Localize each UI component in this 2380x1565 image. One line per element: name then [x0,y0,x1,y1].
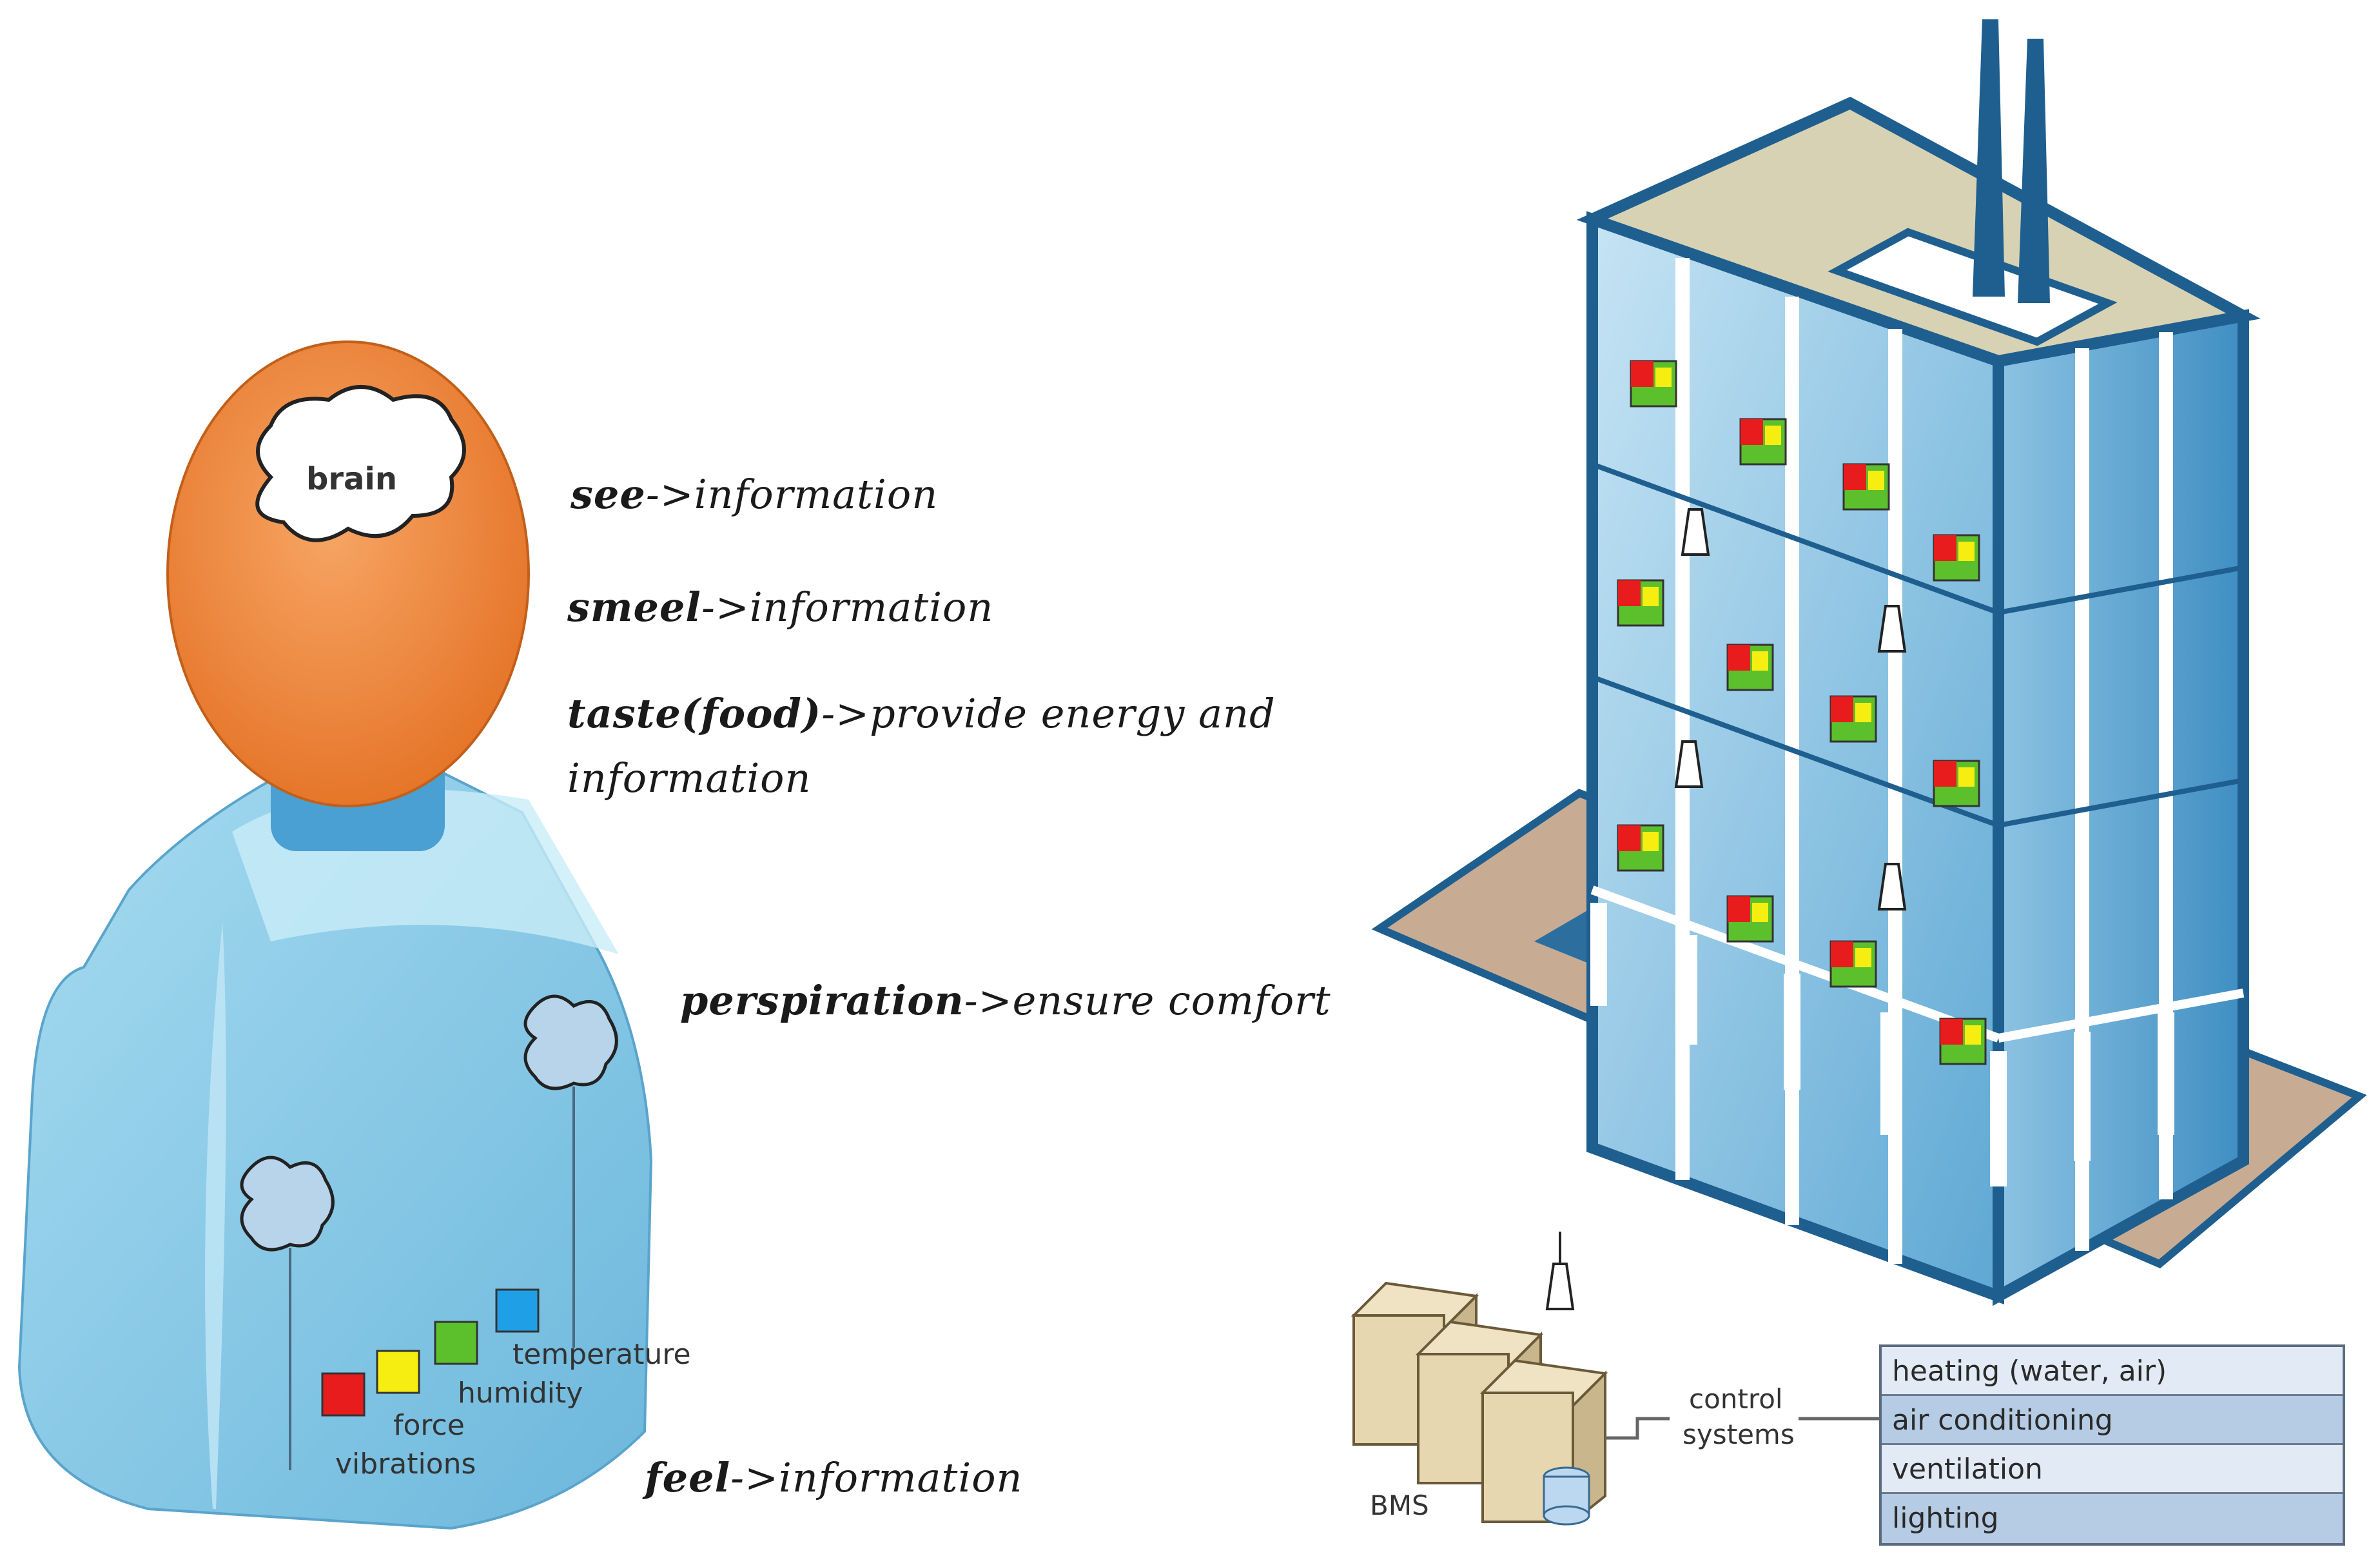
sense-taste-line2: information [567,754,812,802]
control-systems-list: heating (water, air) air conditioning ve… [1879,1344,2345,1546]
humidity-sensor [434,1321,478,1365]
force-sensor [321,1372,366,1417]
sense-taste: taste(food)->provide energy and [567,690,1276,737]
temperature-label: temperature [512,1338,691,1371]
sense-see: see->information [571,471,939,518]
humidity-label: humidity [458,1377,583,1410]
bms-connector [1605,1417,1670,1440]
brain-label: brain [306,461,398,497]
control-system-item: lighting [1882,1494,2343,1543]
building-sensor-nodes [1617,360,1987,1065]
sense-feel: feel->information [645,1454,1023,1501]
building-wireless-nodes [1674,508,1907,910]
building-side-face [1993,309,2249,1306]
bms-servers [1351,1232,1608,1526]
temperature-sensor [495,1288,540,1333]
force-label: force [393,1409,465,1442]
perspiration-cloud-left [240,1156,335,1470]
vibration-sensor [376,1350,420,1394]
sense-smell: smeel->information [567,584,994,631]
control-system-item: air conditioning [1882,1396,2343,1445]
brain-cloud [255,385,466,542]
control-systems-label-line2: systems [1683,1419,1795,1450]
perspiration-cloud-right [523,994,618,1348]
bms-label: BMS [1370,1490,1429,1521]
control-system-item: ventilation [1882,1445,2343,1494]
rooftop-antennas [1973,19,2050,303]
control-systems-label-line1: control [1689,1383,1783,1415]
vibrations-label: vibrations [335,1448,476,1481]
control-system-item: heating (water, air) [1882,1347,2343,1396]
sense-perspiration: perspiration->ensure comfort [680,977,1331,1024]
